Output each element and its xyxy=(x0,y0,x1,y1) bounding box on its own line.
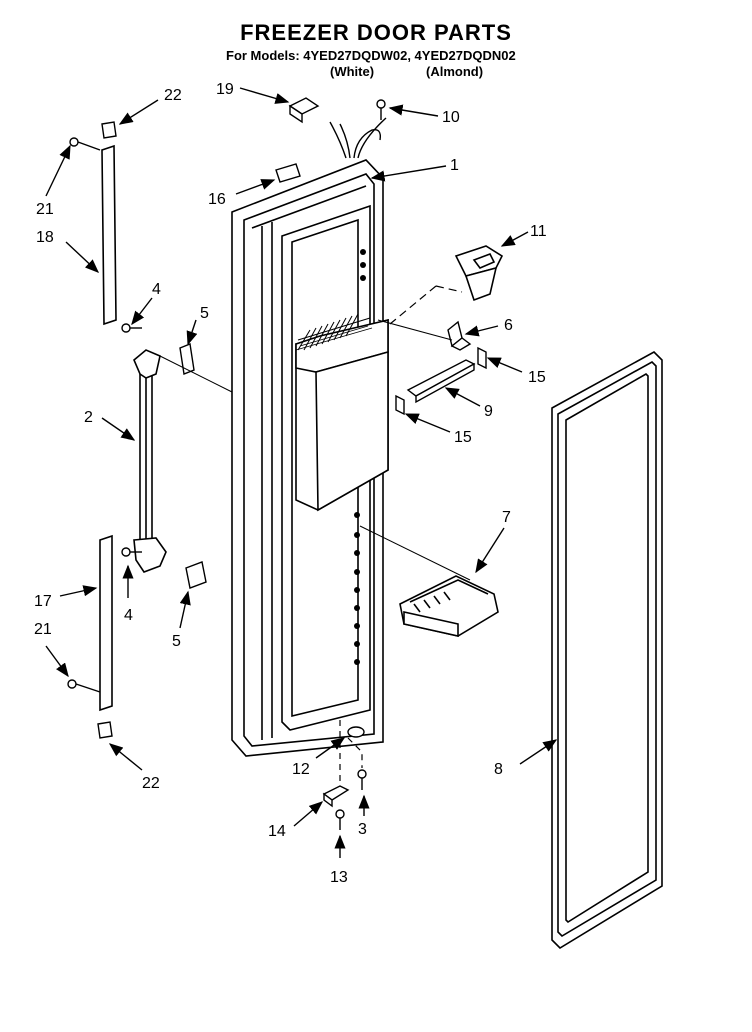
callout-12: 12 xyxy=(292,761,310,778)
screw-part-10 xyxy=(376,99,386,120)
callout-arrows xyxy=(45,87,558,858)
callout-21-top: 21 xyxy=(36,201,54,218)
guide-part-15-lower xyxy=(395,394,405,416)
door-panel xyxy=(231,159,384,757)
guide-part-15-upper xyxy=(477,346,487,370)
callout-14: 14 xyxy=(268,823,286,840)
leader-7-door xyxy=(359,525,471,581)
cap-part-22-upper xyxy=(101,121,117,139)
screw-part-21-upper xyxy=(69,137,101,151)
dispenser-grille xyxy=(297,313,359,351)
screw-part-21-lower xyxy=(67,679,101,693)
leader-11 xyxy=(389,285,437,325)
callout-5-bottom: 5 xyxy=(172,633,181,650)
bin-part-7 xyxy=(399,575,499,637)
screw-part-4-upper xyxy=(121,323,142,333)
page-title: FREEZER DOOR PARTS xyxy=(240,20,512,45)
callout-7: 7 xyxy=(502,509,511,526)
dispenser-housing xyxy=(295,317,389,512)
trim-part-17 xyxy=(99,534,113,712)
callout-3: 3 xyxy=(358,821,367,838)
door-gasket-part-8 xyxy=(551,351,663,950)
dashed-axis-2 xyxy=(347,737,363,768)
bushing-part-12 xyxy=(347,726,365,738)
callout-5-top: 5 xyxy=(200,305,209,322)
label-part-16 xyxy=(275,163,301,183)
callout-21-bottom: 21 xyxy=(34,621,52,638)
handle-part-2 xyxy=(133,349,167,573)
callout-19: 19 xyxy=(216,81,234,98)
leader-6-door xyxy=(377,319,453,341)
trim-part-18 xyxy=(101,144,117,326)
screw-part-3 xyxy=(357,769,367,790)
diagram-header: FREEZER DOOR PARTS For Models: 4YED27DQD… xyxy=(0,0,752,90)
handle-clip-part-5-lower xyxy=(185,561,207,589)
model-color-almond: (Almond) xyxy=(426,64,484,79)
screw-part-4-lower xyxy=(121,547,142,557)
ice-chute-part-11 xyxy=(454,245,504,302)
callout-15-lower: 15 xyxy=(454,429,472,446)
callout-17: 17 xyxy=(34,593,52,610)
callout-13: 13 xyxy=(330,869,348,886)
callout-16: 16 xyxy=(208,191,226,208)
rail-part-9 xyxy=(406,359,476,404)
handle-clip-part-5-upper xyxy=(179,343,195,375)
cap-part-22-lower xyxy=(97,721,113,739)
callout-6: 6 xyxy=(504,317,513,334)
bracket-part-6 xyxy=(447,320,472,351)
connector-part-19 xyxy=(288,97,320,124)
callout-1: 1 xyxy=(450,157,459,174)
model-color-white: (White) xyxy=(330,64,375,79)
callout-11: 11 xyxy=(530,223,547,240)
model-numbers: For Models: 4YED27DQDW02, 4YED27DQDN02 xyxy=(226,48,516,63)
callout-9: 9 xyxy=(484,403,493,420)
hinge-part-14 xyxy=(322,785,350,808)
callout-22-bottom: 22 xyxy=(142,775,160,792)
callout-numbers: 22 19 10 1 21 16 18 11 4 5 6 15 2 9 15 7… xyxy=(34,81,547,886)
callout-4-top: 4 xyxy=(152,281,161,298)
callout-22-top: 22 xyxy=(164,87,182,104)
callout-2: 2 xyxy=(84,409,93,426)
callout-15-upper: 15 xyxy=(528,369,546,386)
wire-harness xyxy=(329,117,387,159)
callout-8: 8 xyxy=(494,761,503,778)
door-holes xyxy=(354,249,366,665)
callout-18: 18 xyxy=(36,229,54,246)
callout-4-bottom: 4 xyxy=(124,607,133,624)
leader-11b xyxy=(435,285,463,293)
leader-5-door xyxy=(159,355,233,393)
callout-10: 10 xyxy=(442,109,460,126)
screw-part-13 xyxy=(335,809,345,830)
